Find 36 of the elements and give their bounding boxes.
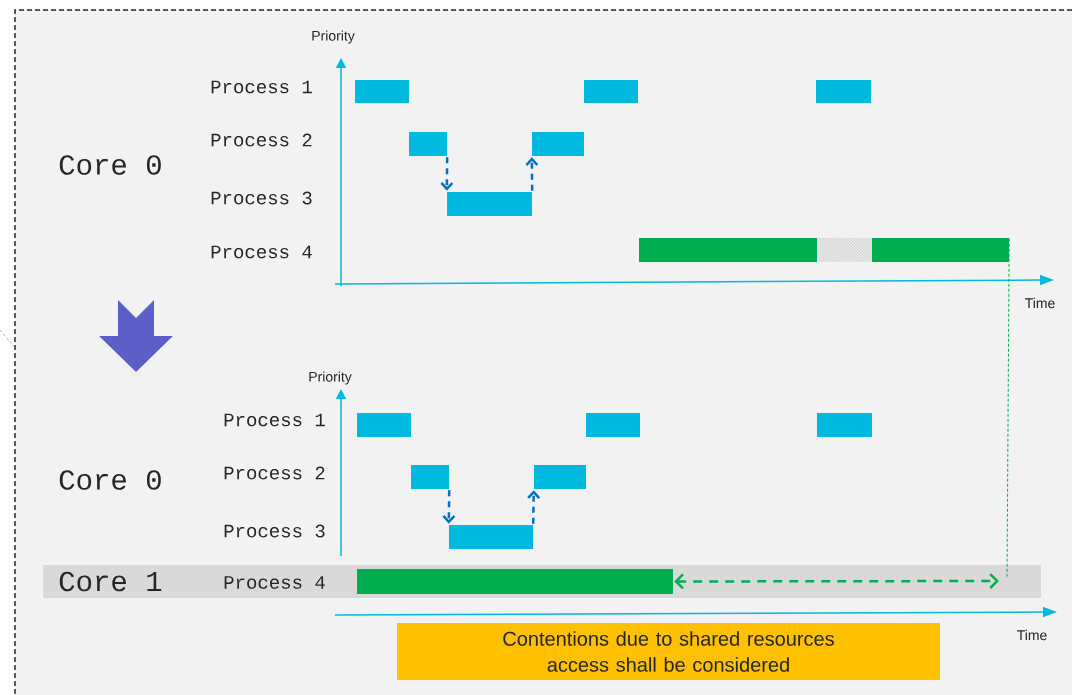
- axis-label: Priority: [309, 371, 352, 385]
- process-label: Process 1: [224, 413, 325, 427]
- axis-label: Time: [1025, 297, 1055, 309]
- process-label: Process 3: [224, 524, 325, 538]
- process-bar: [447, 192, 532, 216]
- process-label: Process 2: [211, 133, 312, 147]
- arrow: [442, 490, 456, 524]
- process-label: Process 2: [224, 466, 325, 480]
- process-bar: [586, 413, 640, 437]
- process-bar: [449, 525, 533, 549]
- process-label: Process 1: [211, 80, 312, 94]
- process-bar: [411, 465, 449, 489]
- process-bar: [584, 80, 638, 103]
- arrow: [527, 490, 541, 524]
- note-box: Contentions due to shared resources access shall be considered: [397, 623, 940, 680]
- arrow: [525, 157, 539, 191]
- core-label: Core 0: [59, 470, 161, 490]
- process-bar: [357, 569, 673, 594]
- axis-label: Priority: [312, 30, 355, 44]
- arrow: [674, 573, 999, 590]
- process-bar: [639, 238, 817, 262]
- core-label: Core 0: [59, 155, 161, 175]
- process-bar: [817, 413, 872, 437]
- process-label: Process 3: [211, 191, 312, 205]
- arrow: [440, 157, 454, 191]
- process-label: Process 4: [211, 245, 312, 259]
- axis-label: Time: [1017, 629, 1047, 641]
- process-bar: [532, 132, 584, 156]
- core-label: Core 1: [59, 571, 162, 592]
- process-bar: [409, 132, 447, 156]
- process-bar: [357, 413, 411, 437]
- process-label: Process 4: [224, 576, 325, 589]
- process-bar: [872, 238, 1009, 262]
- process-bar: [355, 80, 409, 103]
- process-bar: [816, 80, 871, 103]
- process-bar: [534, 465, 586, 489]
